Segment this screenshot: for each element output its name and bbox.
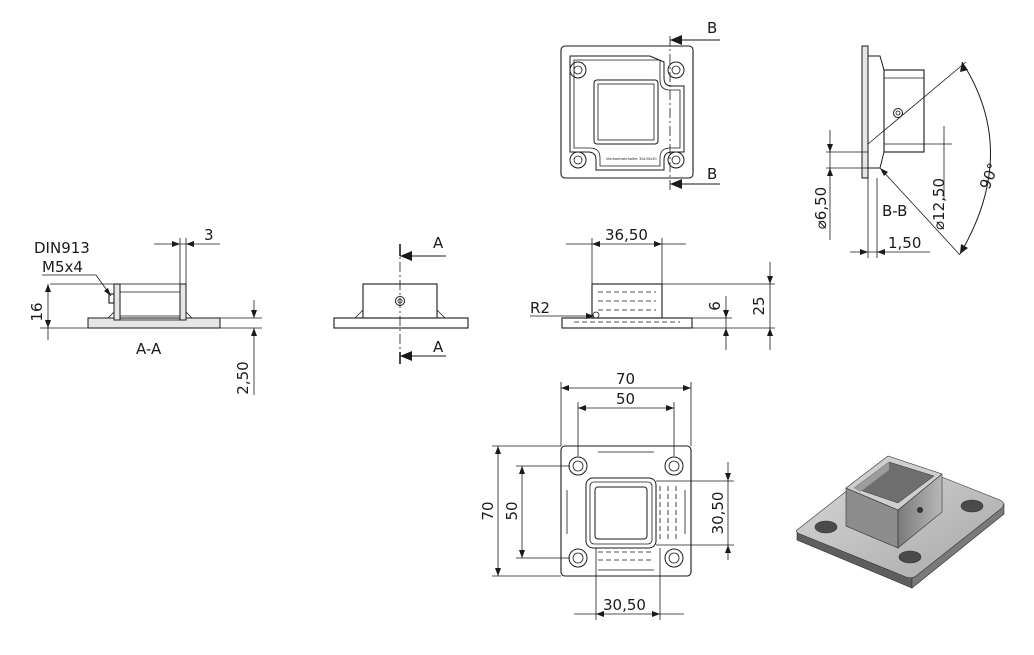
marker-a-top: A <box>433 234 444 252</box>
small-tube-inner <box>597 83 655 141</box>
section-tube-inner <box>119 283 181 321</box>
iso-hole-left <box>814 520 838 534</box>
section-tube-right-wall <box>179 283 187 321</box>
section-plate <box>87 317 221 329</box>
front-view: A A <box>333 234 469 364</box>
dim-2-50: 2,50 <box>234 361 252 394</box>
dim-30-50-width: 30,50 <box>603 596 646 614</box>
isometric-view <box>796 455 1005 589</box>
dim-25: 25 <box>750 296 768 315</box>
plate-engraving: Vierkantrohrhalter 30x30x30 <box>606 157 657 161</box>
side-view: 36,50 R2 6 25 <box>530 226 775 350</box>
front-plate <box>333 317 469 329</box>
dim-50-height: 50 <box>503 501 521 520</box>
dim-1-50: 1,50 <box>888 234 921 252</box>
small-tube-outer <box>593 79 659 145</box>
iso-hole-bottom <box>898 550 922 564</box>
dim-50-width: 50 <box>616 390 635 408</box>
dim-70-height: 70 <box>479 501 497 520</box>
marker-a-bottom: A <box>433 338 444 356</box>
grub-screw <box>108 293 115 304</box>
dim-6: 6 <box>706 301 724 311</box>
top-view-small: Vierkantrohrhalter 30x30x30 B B <box>560 19 720 190</box>
bb-plate <box>861 45 869 179</box>
dim-dia-6-50: ⌀6,50 <box>812 187 830 229</box>
dim-r2: R2 <box>530 299 550 317</box>
dim-16: 16 <box>28 302 46 321</box>
section-b-b-view: ⌀6,50 ⌀12,50 90° 1,50 B-B <box>812 45 1003 258</box>
section-label-a-a: A-A <box>136 340 162 358</box>
dim-90-deg: 90° <box>976 160 1003 191</box>
top-view-main: 70 50 70 50 30,50 30,50 <box>479 370 734 620</box>
callout-m5x4: M5x4 <box>42 258 83 276</box>
main-tube-mid <box>589 481 653 545</box>
side-plate <box>561 317 693 329</box>
main-tube-inner <box>594 486 648 540</box>
section-a-a-view: 16 2,50 3 DIN913 M5x4 A-A <box>28 226 262 395</box>
iso-tube-opening <box>853 461 935 504</box>
dim-dia-12-50: ⌀12,50 <box>930 178 948 230</box>
iso-screw-hole <box>917 507 923 513</box>
dim-70-width: 70 <box>616 370 635 388</box>
dim-3: 3 <box>204 226 214 244</box>
dim-36-50: 36,50 <box>605 226 648 244</box>
marker-b-bottom: B <box>707 165 717 183</box>
dim-30-50-height: 30,50 <box>709 492 727 535</box>
bb-tube <box>883 69 925 153</box>
section-tube-left-wall <box>113 283 121 321</box>
iso-hole-right <box>960 499 984 513</box>
section-label-b-b: B-B <box>882 202 907 220</box>
main-plate-outline <box>560 445 692 577</box>
marker-b-top: B <box>707 19 717 37</box>
main-tube-outer <box>585 477 657 549</box>
callout-din913: DIN913 <box>34 239 90 257</box>
